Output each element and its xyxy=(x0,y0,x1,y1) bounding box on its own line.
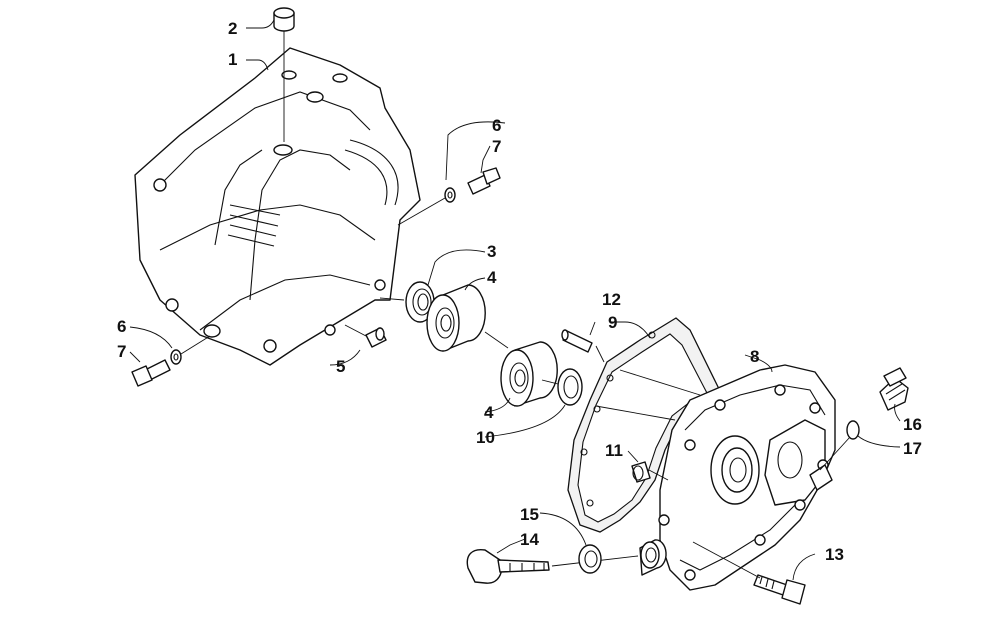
callout-4-upper: 4 xyxy=(487,268,497,287)
callout-leaders xyxy=(129,19,901,581)
callout-16: 16 xyxy=(903,415,922,434)
callout-4-lower: 4 xyxy=(484,403,494,422)
bolt-upper xyxy=(467,167,501,195)
callout-11: 11 xyxy=(605,441,623,460)
washer-lower xyxy=(170,349,182,365)
dipstick xyxy=(466,548,550,584)
callout-labels: 2 1 6 7 3 4 5 6 7 4 10 12 9 8 11 13 14 1… xyxy=(117,19,922,564)
callout-1: 1 xyxy=(228,50,237,69)
flange-bolt xyxy=(753,574,806,605)
drain-plug xyxy=(879,367,909,411)
dowel-pin-top xyxy=(273,7,295,32)
dowel-pin xyxy=(365,327,387,348)
drain-washer xyxy=(846,420,860,440)
dowel-pin-right xyxy=(561,329,593,353)
bolt-lower xyxy=(131,359,171,387)
plug xyxy=(631,461,651,483)
o-ring xyxy=(578,544,602,574)
bearing-right xyxy=(500,341,558,407)
callout-9: 9 xyxy=(608,313,617,332)
callout-5: 5 xyxy=(336,357,345,376)
callout-6-upper: 6 xyxy=(492,116,501,135)
callout-3: 3 xyxy=(487,242,496,261)
callout-15: 15 xyxy=(520,505,539,524)
callout-8: 8 xyxy=(750,347,759,366)
callout-7-upper: 7 xyxy=(492,137,501,156)
callout-10: 10 xyxy=(476,428,495,447)
callout-12: 12 xyxy=(602,290,621,309)
callout-7-lower: 7 xyxy=(117,342,126,361)
callout-13: 13 xyxy=(825,545,844,564)
callout-17: 17 xyxy=(903,439,922,458)
bearing-left xyxy=(426,284,486,352)
callout-6-lower: 6 xyxy=(117,317,126,336)
callout-2: 2 xyxy=(228,19,237,38)
washer-upper xyxy=(444,187,456,203)
callout-14: 14 xyxy=(520,530,539,549)
side-cover xyxy=(639,364,836,591)
gasket xyxy=(567,317,723,533)
crankcase xyxy=(134,47,421,366)
oil-seal-small xyxy=(557,368,583,406)
